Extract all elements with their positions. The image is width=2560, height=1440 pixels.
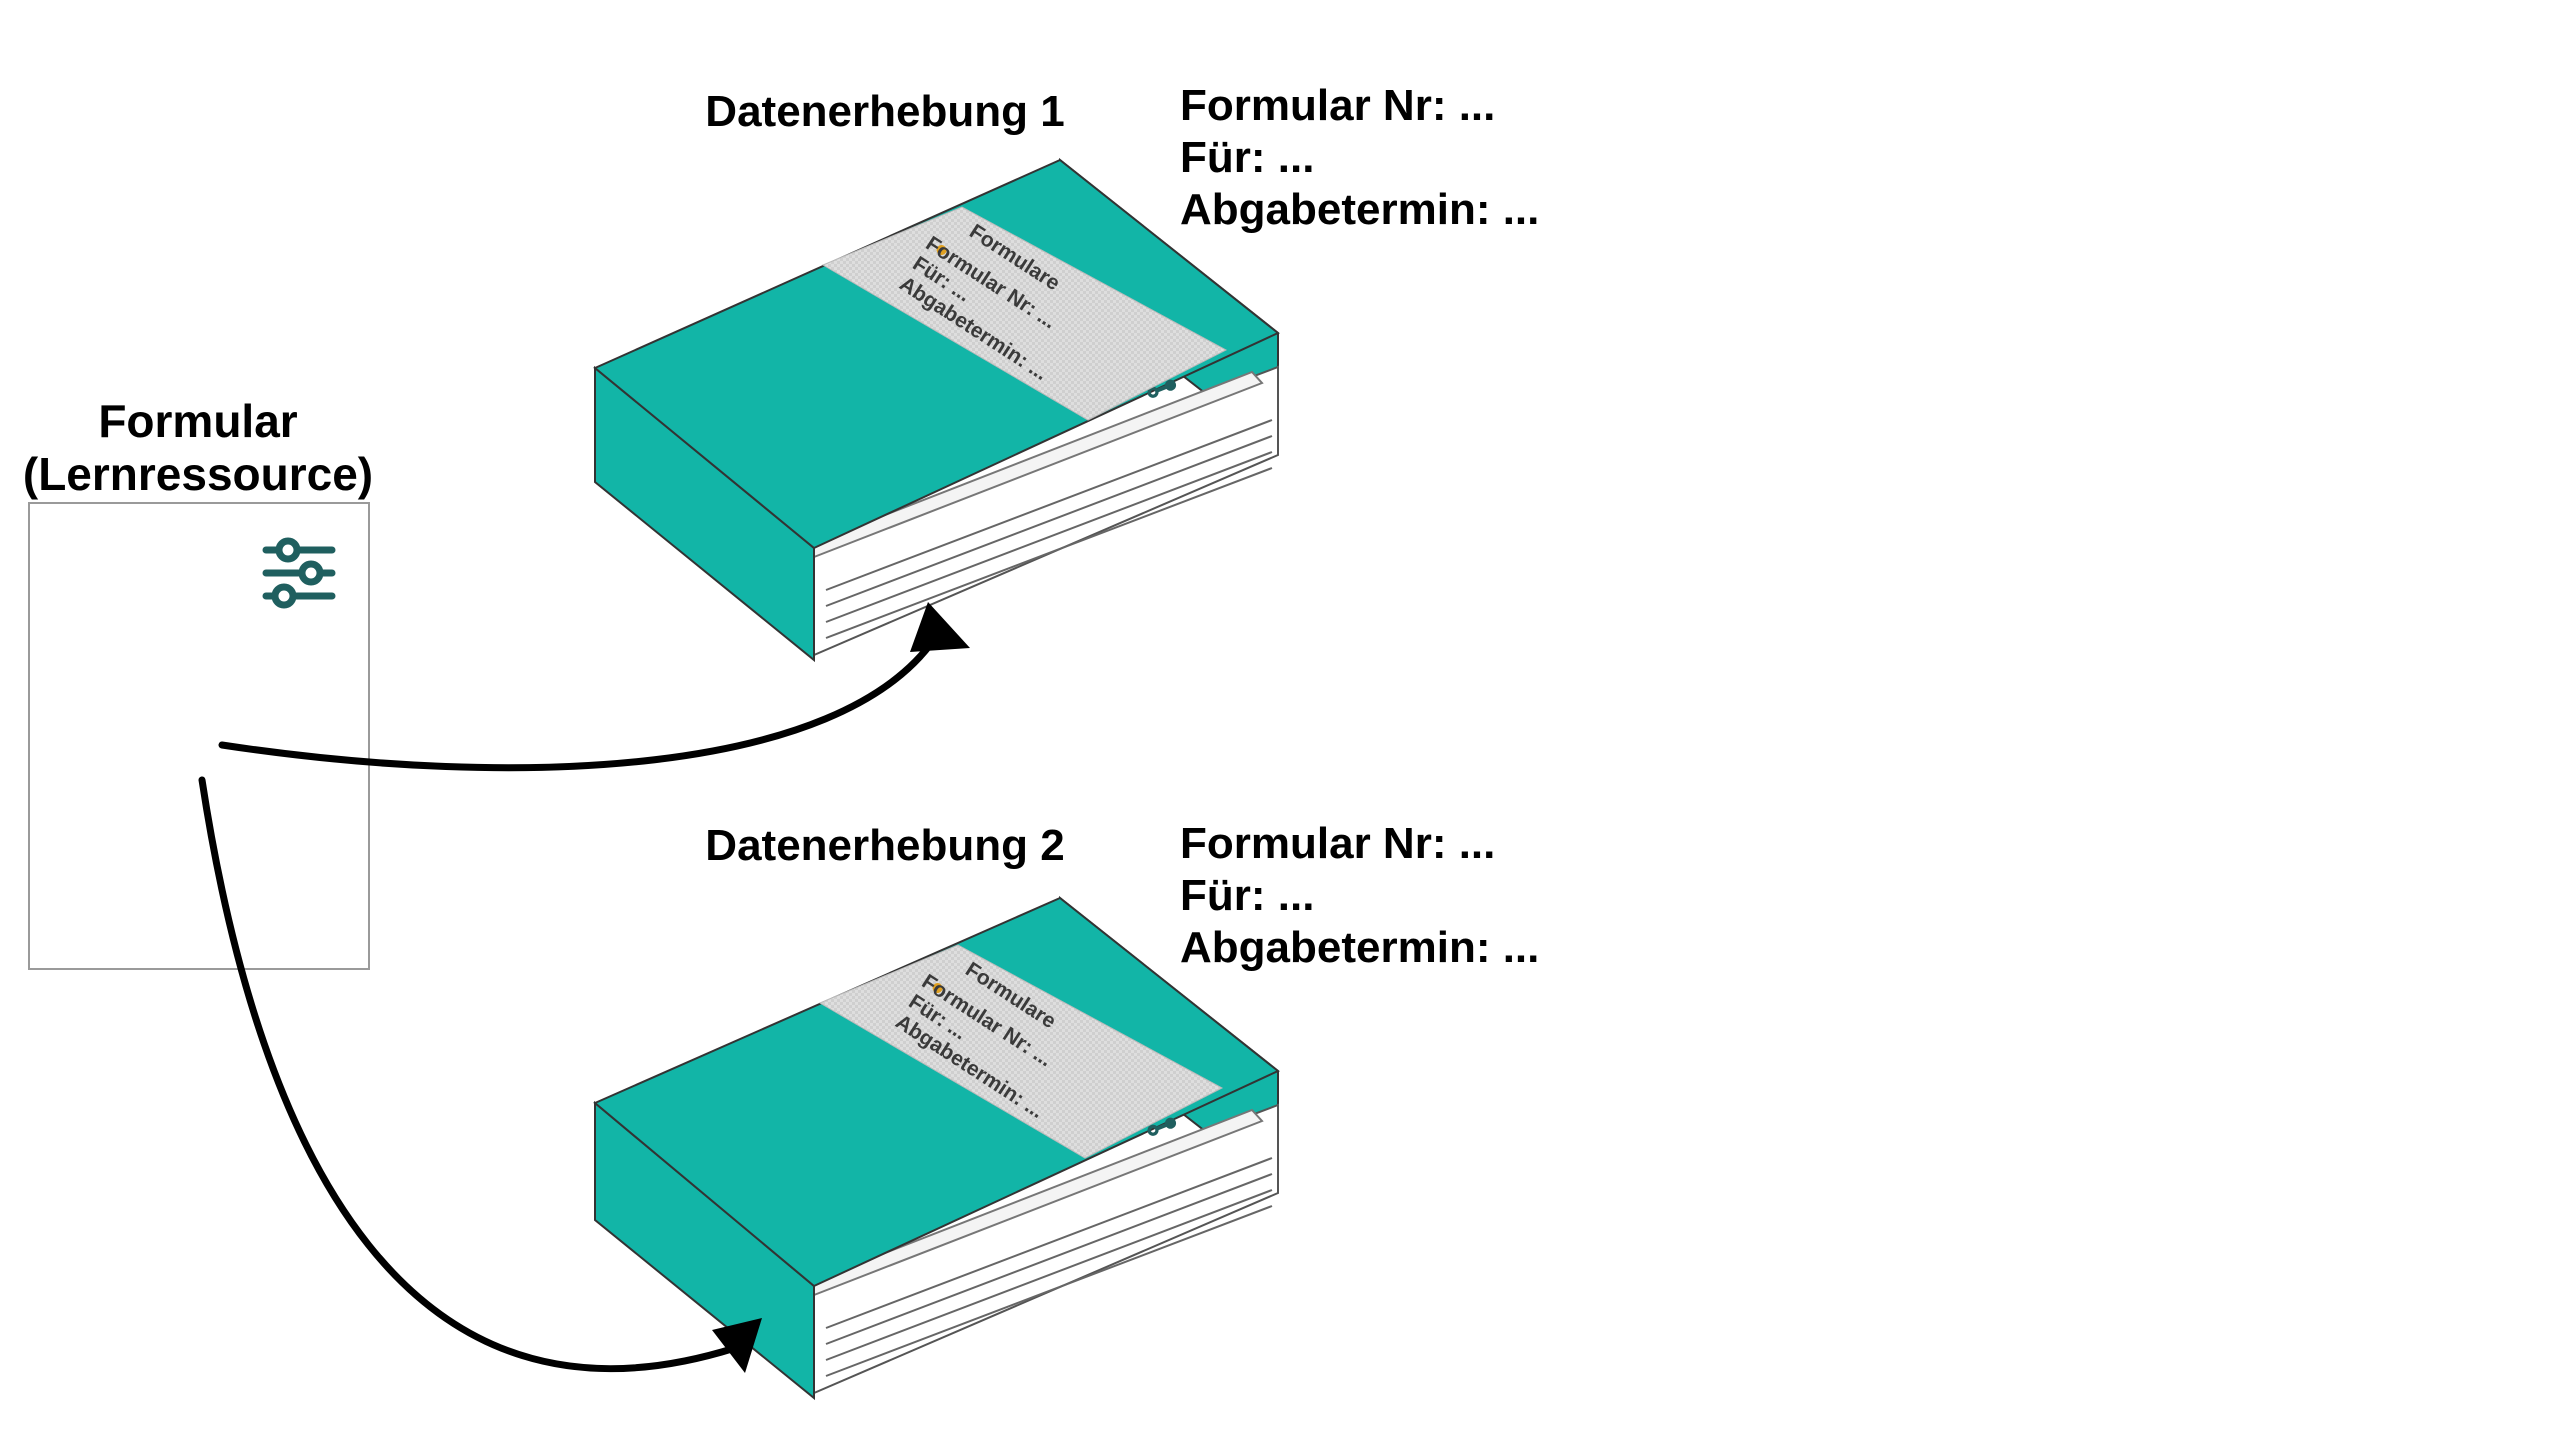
collection-2: Datenerhebung 2 Formular Nr: ... Für: ..… (593, 819, 1539, 1401)
collection-1-info-line-3: Abgabetermin: ... (1180, 185, 1539, 234)
collection-2-box: ⊶ Formulare Formular Nr: ... Für: ... Ab… (593, 895, 1280, 1401)
collection-1-cover-dot (936, 245, 947, 256)
sliders-icon (262, 537, 336, 609)
resource-group: Formular (Lernressource) (23, 395, 373, 970)
collection-1-title: Datenerhebung 1 (705, 87, 1064, 136)
arrow-to-collection-2 (198, 776, 739, 1372)
arrows (198, 634, 939, 1372)
collection-1-info-line-1: Formular Nr: ... (1180, 81, 1495, 130)
collection-2-info-line-1: Formular Nr: ... (1180, 819, 1495, 868)
collection-1-box: ⊶ Formulare Formular Nr: ... Für: ... Ab… (593, 157, 1280, 663)
arrowhead-1 (910, 602, 970, 652)
collection-1-info-line-2: Für: ... (1180, 133, 1314, 182)
collection-1: Datenerhebung 1 Formular Nr: ... Für: ..… (593, 81, 1539, 663)
collection-2-info-line-2: Für: ... (1180, 871, 1314, 920)
collection-2-cover-dot (932, 983, 943, 994)
collection-2-info-line-3: Abgabetermin: ... (1180, 923, 1539, 972)
collection-2-title: Datenerhebung 2 (705, 821, 1064, 870)
resource-title-line1: Formular (98, 395, 297, 447)
arrowhead-2 (712, 1318, 762, 1373)
resource-title-line2: (Lernressource) (23, 448, 373, 500)
arrow-to-collection-1 (218, 634, 939, 772)
